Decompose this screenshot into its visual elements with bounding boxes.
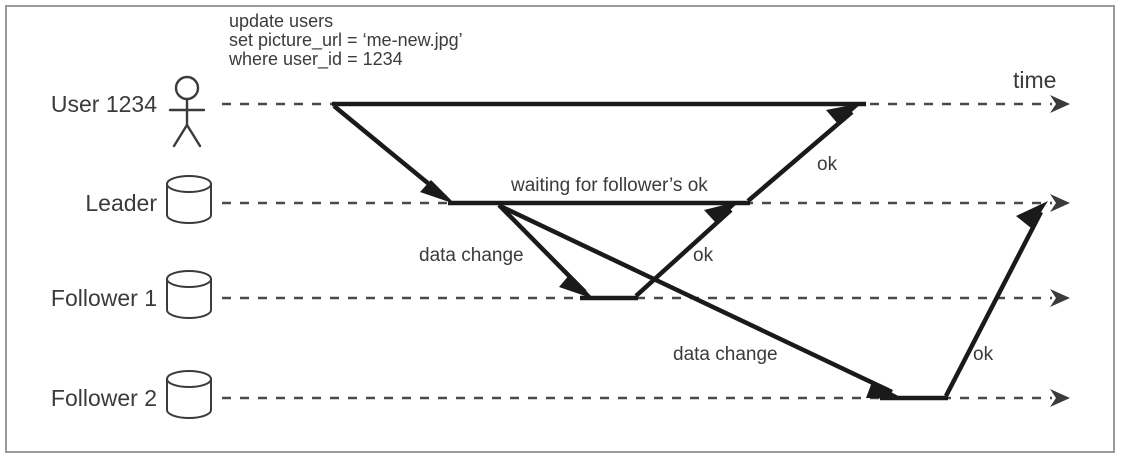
message-line-m1 xyxy=(332,104,448,200)
annotation-waiting-for-follower-ok: waiting for follower’s ok xyxy=(510,175,708,196)
message-arrow-ok-user xyxy=(746,103,862,203)
time-axis-arrowheads xyxy=(1050,95,1070,407)
message-line-m5 xyxy=(944,210,1043,398)
message-arrow-ok-follower2 xyxy=(944,201,1048,398)
lane-label-follower1: Follower 1 xyxy=(51,285,157,311)
arrowhead-m4-icon xyxy=(704,201,740,223)
lane-label-follower2: Follower 2 xyxy=(51,385,157,411)
database-cylinder-icon-follower2 xyxy=(166,370,212,419)
message-arrow-data-change-follower1 xyxy=(497,203,594,299)
query-line-1: update users xyxy=(229,11,333,31)
arrowhead-m5-icon xyxy=(1016,201,1048,228)
time-axis-label: time xyxy=(1013,67,1056,93)
message-arrow-ok-follower1 xyxy=(634,201,740,298)
message-arrow-data-change-follower2 xyxy=(499,203,904,399)
query-line-2: set picture_url = ‘me-new.jpg’ xyxy=(229,30,463,51)
lifelines-group xyxy=(222,102,1052,400)
time-arrow-follower2-icon xyxy=(1050,389,1070,407)
arrowhead-m2-icon xyxy=(559,274,594,299)
time-arrow-follower1-icon xyxy=(1050,289,1070,307)
actor-stick-figure-icon xyxy=(168,75,206,148)
arrowhead-m1-icon xyxy=(420,180,455,204)
arrowhead-m6-icon xyxy=(826,103,862,124)
query-line-3: where user_id = 1234 xyxy=(228,49,403,70)
database-cylinder-icon-follower1 xyxy=(166,270,212,319)
database-cylinder-icon-leader xyxy=(166,175,212,224)
time-arrow-user-icon xyxy=(1050,95,1070,113)
message-label-ok-user: ok xyxy=(817,154,838,175)
message-arrow-update-request xyxy=(332,104,455,204)
arrowhead-m3-icon xyxy=(866,382,904,399)
lane-label-user: User 1234 xyxy=(51,91,157,117)
message-label-ok-follower2: ok xyxy=(973,344,994,365)
message-line-m6 xyxy=(746,110,854,203)
message-label-ok-follower1: ok xyxy=(693,245,714,266)
message-line-m4 xyxy=(634,208,733,298)
message-label-data-change-follower1: data change xyxy=(419,245,524,266)
time-arrow-leader-icon xyxy=(1050,194,1070,212)
message-line-m3 xyxy=(499,203,893,395)
message-label-data-change-follower2: data change xyxy=(673,344,778,365)
lane-label-leader: Leader xyxy=(85,190,157,216)
